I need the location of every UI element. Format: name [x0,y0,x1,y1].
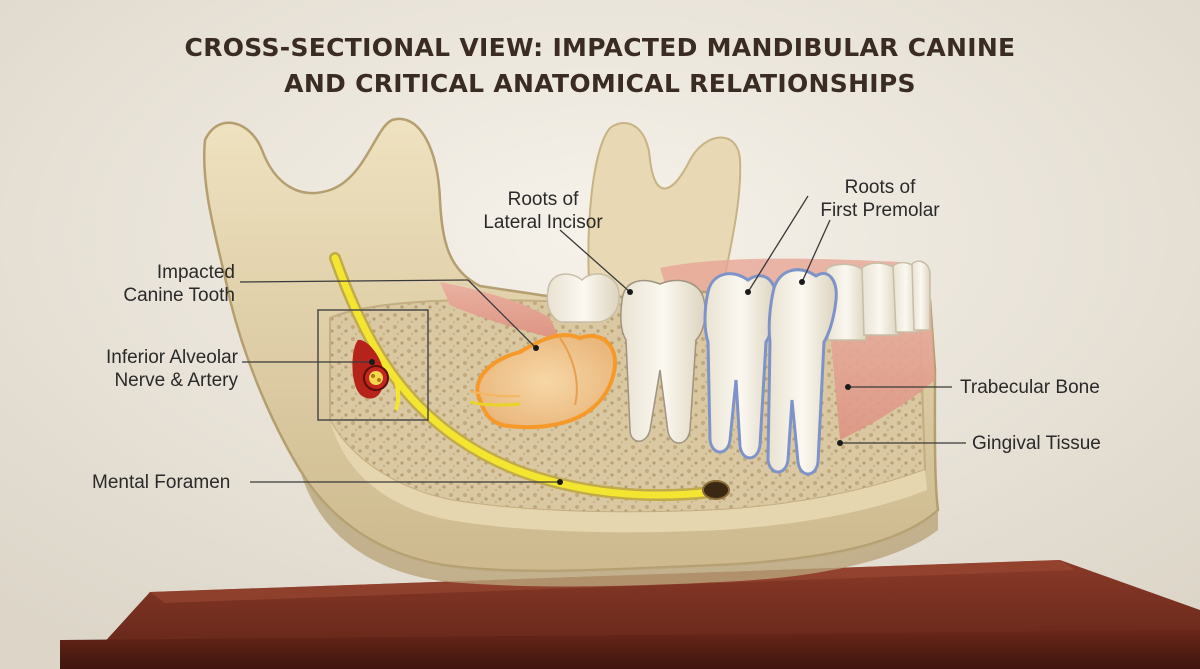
leader-impacted-canine [239,279,469,283]
gingiva-anterior [440,282,560,340]
label-nerve-artery-line2: Nerve & Artery [114,370,238,391]
mental-foramen [702,480,730,500]
label-lateral-incisor-line1: Roots of [507,189,579,210]
leader-first-premolar-1 [747,195,809,293]
label-first-premolar-line2: First Premolar [820,200,940,221]
anterior-teeth [825,260,931,341]
lateral-incisor [620,279,707,444]
label-nerve-artery: Inferior Alveolar Nerve & Artery [60,346,238,392]
label-impacted-canine-line2: Canine Tooth [123,285,235,306]
title-line-1: CROSS-SECTIONAL VIEW: IMPACTED MANDIBULA… [184,33,1016,62]
label-lateral-incisor-line2: Lateral Incisor [483,212,603,233]
far-ramus [587,122,742,301]
leader-first-premolar-2 [801,219,831,283]
label-lateral-incisor-roots: Roots of Lateral Incisor [458,188,628,234]
label-nerve-artery-line1: Inferior Alveolar [105,347,238,368]
leader-lines [239,195,966,483]
page-title: CROSS-SECTIONAL VIEW: IMPACTED MANDIBULA… [0,30,1200,102]
leader-lateral-incisor [559,229,631,293]
label-gingival-tissue-line1: Gingival Tissue [972,433,1101,454]
label-gingival-tissue: Gingival Tissue [972,432,1101,455]
label-first-premolar-line1: Roots of [844,177,916,198]
label-impacted-canine-line1: Impacted [156,262,235,283]
leader-dots [369,279,851,485]
label-trabecular-bone: Trabecular Bone [960,376,1100,399]
posterior-molar [546,273,620,323]
title-line-2: AND CRITICAL ANATOMICAL RELATIONSHIPS [284,69,916,98]
inferior-alveolar-nerve [329,252,718,502]
label-impacted-canine: Impacted Canine Tooth [80,261,235,307]
label-mental-foramen: Mental Foramen [92,471,230,494]
label-first-premolar-roots: Roots of First Premolar [790,176,970,222]
label-mental-foramen-line1: Mental Foramen [92,472,231,493]
inset-box [317,309,429,421]
first-premolar [703,268,838,476]
label-trabecular-bone-line1: Trabecular Bone [960,377,1100,398]
nerve-artery-cross-section [352,339,389,399]
